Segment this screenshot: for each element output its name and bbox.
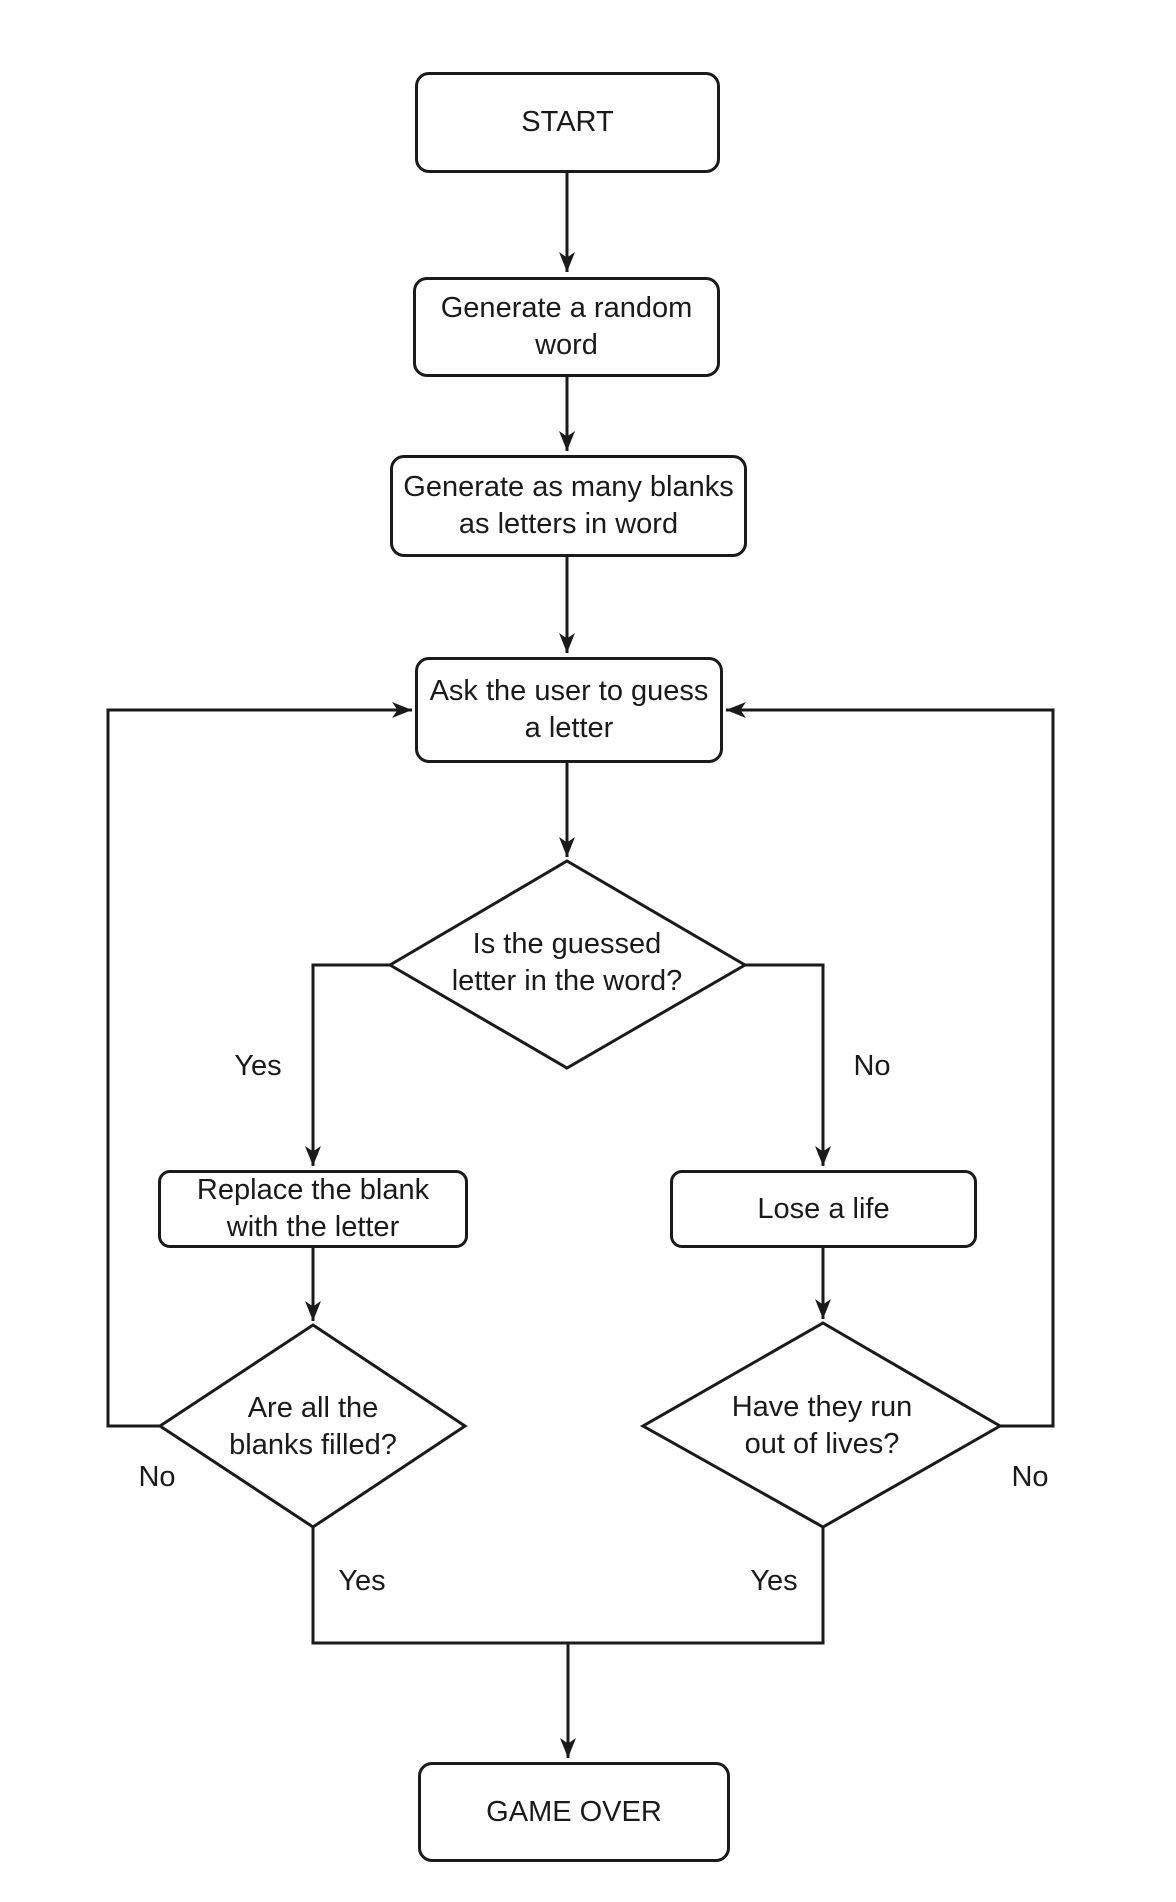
node-lose-life: Lose a life: [670, 1170, 977, 1248]
edge-label-letter-in-word-yes: Yes: [234, 1050, 282, 1082]
decision-letter-in-word-label: Is the guessed letter in the word?: [451, 928, 683, 997]
node-generate-word: Generate a random word: [413, 277, 720, 377]
decision-out-of-lives-label: Have they run out of lives?: [731, 1391, 913, 1460]
node-replace-blank-label: Replace the blank with the letter: [196, 1174, 430, 1243]
node-generate-blanks: Generate as many blanks as letters in wo…: [390, 455, 747, 557]
edge-letter-in-word-no-to-lose-life: [745, 963, 831, 1166]
decision-diamond-blanks-filled: [157, 1323, 468, 1529]
edge-yes-merge-line: [311, 1527, 825, 1645]
decision-diamond-letter-in-word: [387, 859, 748, 1070]
edge-label-letter-in-word-no: No: [853, 1050, 891, 1082]
node-game-over: GAME OVER: [418, 1762, 730, 1862]
edge-letter-in-word-yes-to-replace-blank: [305, 963, 390, 1166]
node-replace-blank: Replace the blank with the letter: [158, 1170, 468, 1248]
edge-label-blanks-filled-yes: Yes: [338, 1565, 386, 1597]
node-game-over-label: GAME OVER: [486, 1795, 662, 1828]
edge-label-out-of-lives-yes: Yes: [750, 1565, 798, 1597]
decision-diamond-out-of-lives: [639, 1321, 1004, 1529]
edge-blanks-filled-no-loop-to-ask-guess: [106, 702, 412, 1428]
node-ask-guess-label: Ask the user to guess a letter: [429, 675, 709, 744]
edge-label-out-of-lives-no: No: [1011, 1461, 1049, 1493]
node-ask-guess: Ask the user to guess a letter: [415, 657, 723, 763]
node-start-label: START: [521, 106, 614, 138]
edge-label-blanks-filled-no: No: [138, 1461, 176, 1493]
node-generate-blanks-label: Generate as many blanks as letters in wo…: [403, 471, 734, 540]
edge-out-of-lives-no-loop-to-ask-guess: [726, 702, 1055, 1428]
node-start: START: [415, 72, 720, 173]
node-generate-word-label: Generate a random word: [440, 292, 693, 361]
decision-blanks-filled-label: Are all the blanks filled?: [229, 1392, 397, 1461]
node-lose-life-label: Lose a life: [757, 1192, 890, 1225]
